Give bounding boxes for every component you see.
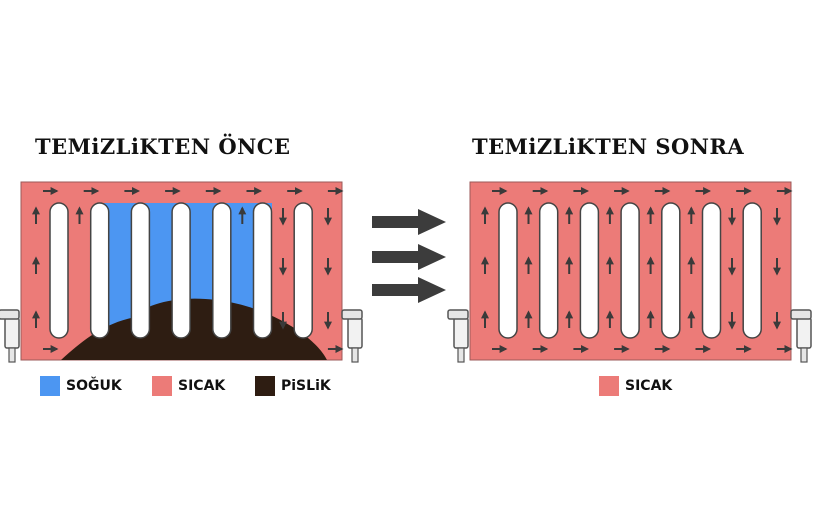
after-valve-left — [447, 309, 469, 363]
before-valve-right — [341, 309, 363, 363]
legend-item-hot: SICAK — [152, 375, 225, 397]
legend-item-dirt: PiSLiK — [255, 375, 331, 397]
after-slot-5 — [661, 202, 681, 339]
legend-item-hot-after: SICAK — [599, 375, 672, 397]
before-slot-7 — [293, 202, 313, 339]
legend-label-hot-after: SICAK — [625, 378, 673, 394]
after-slot-2 — [538, 202, 559, 339]
after-slot-4 — [620, 202, 640, 339]
after-valve-right — [790, 309, 812, 363]
title-after: TEMiZLiKTEN SONRA — [472, 134, 745, 159]
before-slot-3 — [130, 202, 151, 339]
before-slot-2 — [89, 202, 110, 339]
before-valve-left — [0, 309, 20, 363]
after-slot-6 — [701, 202, 722, 339]
legend-label-dirt: PiSLiK — [281, 378, 331, 394]
legend-swatch-hot-after — [599, 376, 619, 396]
legend-swatch-dirt — [255, 376, 275, 396]
legend-item-cold: SOĞUK — [40, 375, 122, 397]
before-slot-6 — [252, 202, 273, 339]
transition-arrow-1 — [372, 209, 446, 235]
after-slot-7 — [742, 202, 762, 339]
transition-arrow-2 — [372, 244, 446, 270]
legend-swatch-hot — [152, 376, 172, 396]
title-before: TEMiZLiKTEN ÖNCE — [35, 134, 291, 159]
legend-label-cold: SOĞUK — [66, 378, 122, 394]
legend-label-hot: SICAK — [178, 378, 226, 394]
before-slot-5 — [212, 202, 232, 339]
legend-swatch-cold — [40, 376, 60, 396]
before-slot-4 — [171, 202, 191, 339]
after-slot-3 — [579, 202, 600, 339]
after-slot-1 — [498, 202, 518, 339]
before-slot-1 — [49, 202, 69, 339]
transition-arrow-3 — [372, 277, 446, 303]
